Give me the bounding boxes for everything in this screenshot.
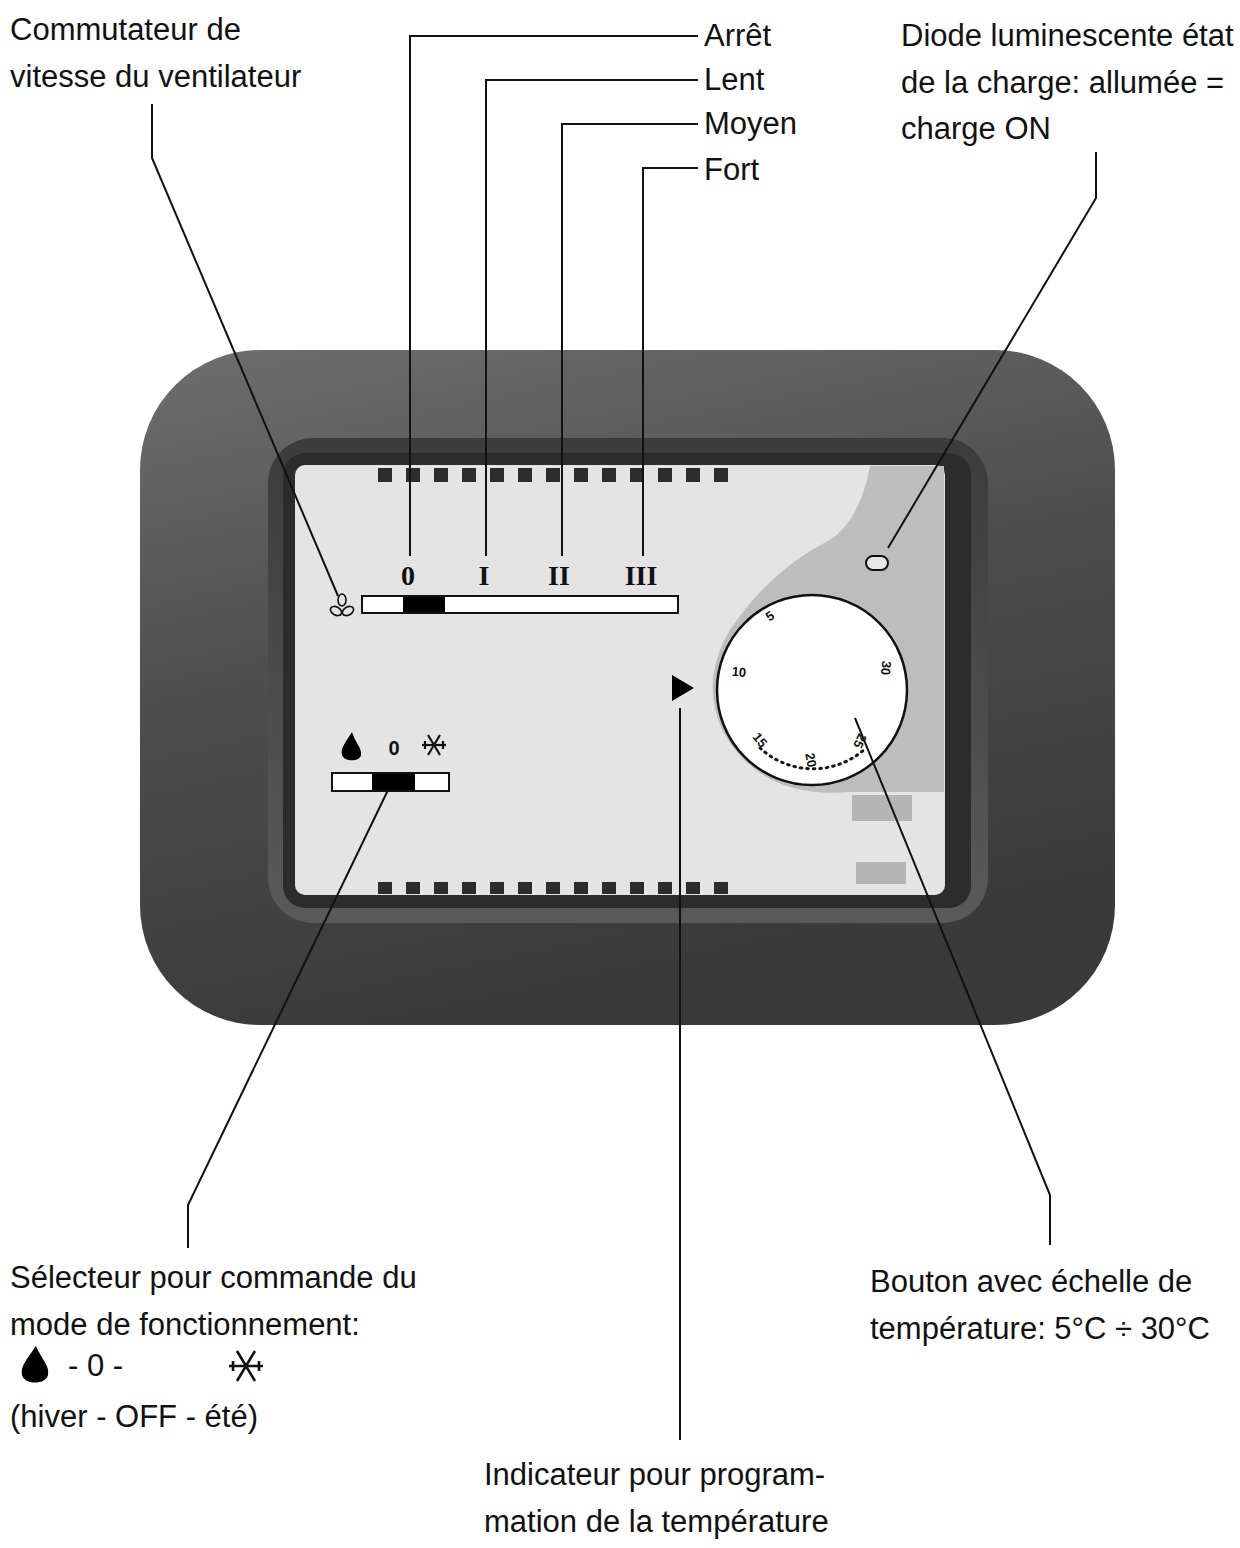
frame-bevel (268, 438, 988, 923)
frame-opening (283, 453, 971, 908)
snowflake-icon (229, 1351, 263, 1381)
callout-label: Commutateur de vitesse du ventilateur (10, 7, 345, 100)
callout-label: Diode luminescente état de la charge: al… (901, 13, 1235, 153)
vent-slot (406, 882, 420, 894)
speed-mark: II (548, 562, 570, 590)
dial-number: 30 (879, 660, 893, 676)
front-plate (295, 465, 945, 895)
mode-slider-track (332, 773, 449, 791)
vent-slot (434, 882, 448, 894)
fan-slider-knob (403, 597, 445, 612)
callout-label: Arrêt (704, 13, 771, 60)
vent-slot (490, 882, 504, 894)
dial-number: 15 (750, 730, 769, 749)
leader-line (643, 168, 698, 556)
callout-label: Sélecteur pour commande du mode de fonct… (10, 1255, 465, 1348)
dial-number: 5 (763, 609, 776, 624)
speed-mark: I (479, 562, 490, 590)
flame-icon (342, 732, 362, 760)
vent-slot (546, 468, 560, 482)
callout-label: Bouton avec échelle de température: 5°C … (870, 1259, 1234, 1352)
mode-mark: 0 (388, 738, 399, 758)
plate-mark (856, 862, 906, 884)
outer-frame (140, 350, 1115, 1025)
vent-slot (686, 882, 700, 894)
speed-mark: III (625, 562, 658, 590)
vent-slot (602, 468, 616, 482)
vent-slot (490, 468, 504, 482)
vent-slot (686, 468, 700, 482)
dial-dots (760, 748, 866, 769)
dial-number: 20 (803, 752, 818, 769)
vent-slot (462, 882, 476, 894)
fan-icon (329, 594, 355, 617)
vent-slot (602, 882, 616, 894)
vent-slots (378, 468, 728, 894)
vent-slot (574, 468, 588, 482)
dial-number: 10 (731, 665, 747, 679)
leader-line (562, 124, 698, 556)
leader-line (888, 152, 1096, 548)
leader-line (152, 104, 338, 596)
leader-line (855, 718, 1050, 1245)
leader-line (410, 36, 698, 556)
temperature-dial (717, 595, 907, 785)
leader-line (679, 708, 681, 1440)
vent-slot (630, 468, 644, 482)
callout-label: Indicateur pour program- mation de la te… (484, 1452, 874, 1545)
flame-icon (22, 1346, 49, 1383)
fan-slider-track (362, 596, 678, 613)
vent-slot (518, 882, 532, 894)
vent-slot (574, 882, 588, 894)
mode-legend: - 0 - (68, 1343, 123, 1390)
vent-slot (658, 882, 672, 894)
callout-label: Fort (704, 147, 759, 194)
vent-slot (434, 468, 448, 482)
leader-lines (152, 36, 1096, 1440)
plate-mark (852, 795, 912, 821)
led (866, 556, 888, 570)
mode-legend: (hiver - OFF - été) (10, 1394, 258, 1441)
callout-label: Lent (704, 57, 764, 104)
vent-slot (378, 882, 392, 894)
leader-line (486, 80, 698, 556)
dial-zone (713, 466, 944, 793)
leader-line (188, 790, 388, 1248)
vent-slot (518, 468, 532, 482)
callout-label: Moyen (704, 101, 797, 148)
vent-slot (714, 468, 728, 482)
snowflake-icon (422, 735, 446, 755)
vent-slot (378, 468, 392, 482)
vent-slot (658, 468, 672, 482)
vent-slot (406, 468, 420, 482)
speed-mark: 0 (401, 562, 415, 590)
vent-slot (546, 882, 560, 894)
vent-slot (630, 882, 644, 894)
vent-slot (462, 468, 476, 482)
dial-number: 25 (851, 732, 869, 751)
indicator-triangle (672, 675, 694, 701)
mode-slider-knob (372, 774, 415, 790)
vent-slot (714, 882, 728, 894)
